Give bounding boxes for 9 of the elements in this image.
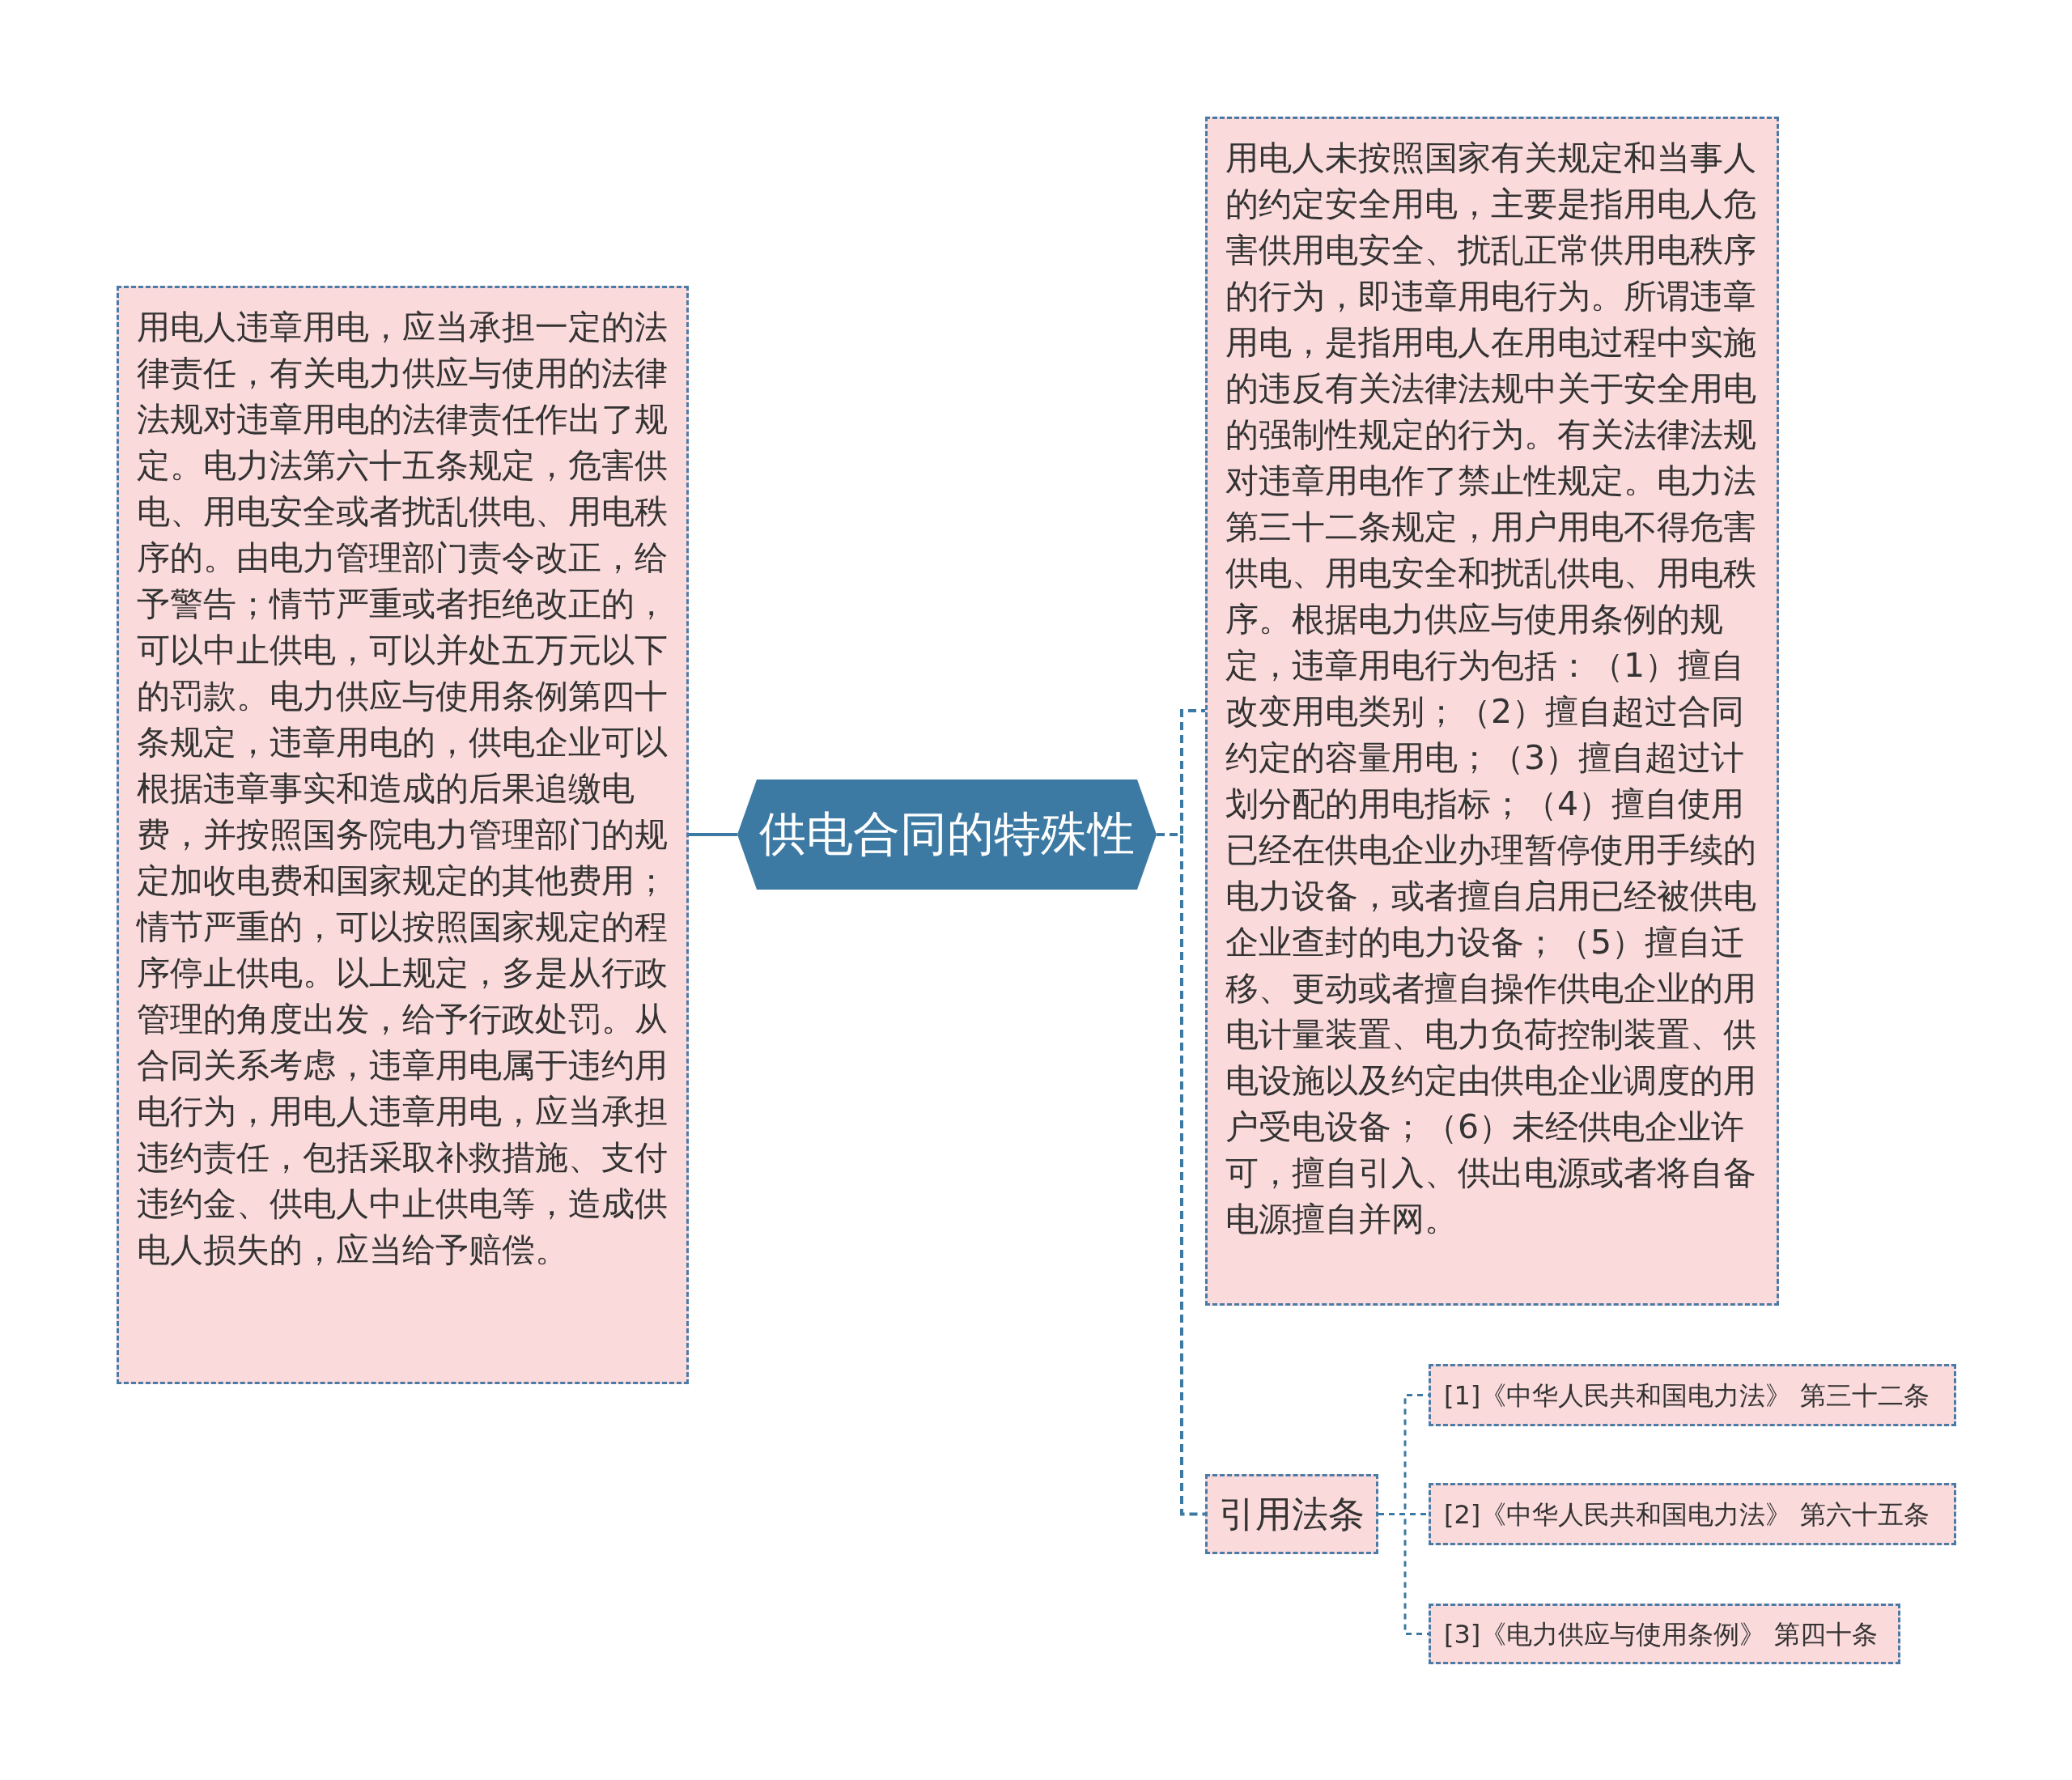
reference-box: [2]《中华人民共和国电力法》 第六十五条 [1429,1483,1956,1545]
connector-line [1378,1513,1429,1635]
hexagon-node: 供电合同的特殊性 [737,780,1157,890]
text-box: 用电人违章用电，应当承担一定的法律责任，有关电力供应与使用的法律法规对违章用电的法律责任作出了规定。电力法第六十五条规定，危害供电、用电安全或者扰乱供电、用电秩序的。由电力管理部门责令改正，给予警告；情节严重或者拒绝改正的，可以中止供电，可以并处五万元以下的罚款。电力供应与使用条例第四十条规定，违章用电的，供电企业可以根据违章事实和造成的后果追缴电费，并按照国务院电力管理部门的规定加收电费和国家规定的其他费用；情节严重的，可以按照国家规定的程序停止供电。以上规定，多是从行政管理的角度出发，给予行政处罚。从合同关系考虑，违章用电属于违约用电行为，用电人违章用电，应当承担违约责任，包括采取补救措施、支付违约金、供电人中止供电等，造成供电人损失的，应当给予赔偿。 [117,286,689,1384]
reference-box: [1]《中华人民共和国电力法》 第三十二条 [1429,1364,1956,1426]
text-box: 用电人未按照国家有关规定和当事人的约定安全用电，主要是指用电人危害供用电安全、扰乱正常供用电秩序的行为，即违章用电行为。所谓违章用电，是指用电人在用电过程中实施的违反有关法律法规中关于安全用电的强制性规定的行为。有关法律法规对违章用电作了禁止性规定。电力法第三十二条规定，用户用电不得危害供电、用电安全和扰乱供电、用电秩序。根据电力供应与使用条例的规定，违章用电行为包括：（1）擅自改变用电类别；（2）擅自超过合同约定的容量用电；（3）擅自超过计划分配的用电指标；（4）擅自使用已经在供电企业办理暂停使用手续的电力设备，或者擅自启用已经被供电企业查封的电力设备；（5）擅自迁移、更动或者擅自操作供电企业的用电计量装置、电力负荷控制装置、供电设施以及约定由供电企业调度的用户受电设备；（6）未经供电企业许可，擅自引入、供出电源或者将自备电源擅自并网。 [1205,117,1779,1306]
connector-line [689,833,737,836]
text-box: 引用法条 [1205,1474,1378,1554]
reference-box: [3]《电力供应与使用条例》 第四十条 [1429,1604,1900,1664]
